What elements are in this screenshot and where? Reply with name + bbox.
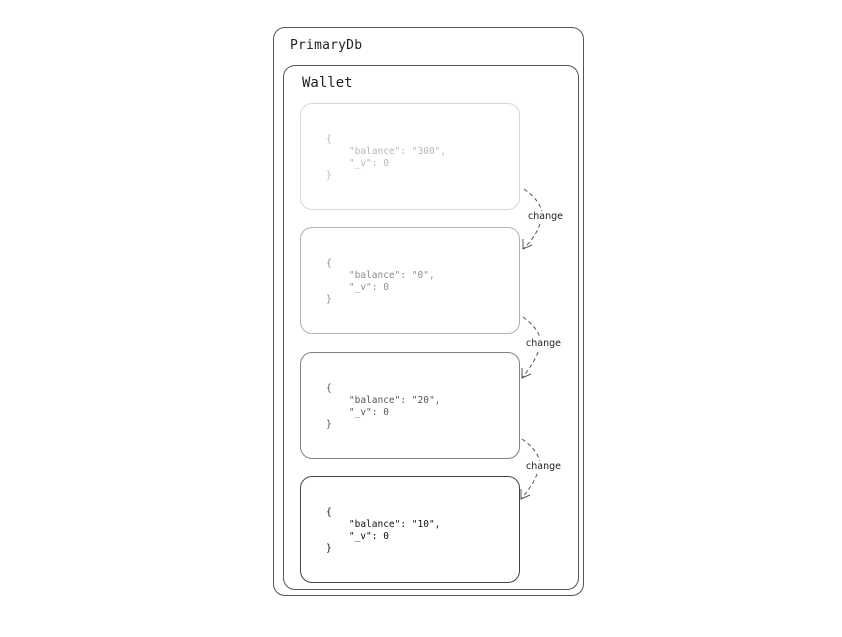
document-json: { "balance": "300", "_v": 0 } bbox=[326, 134, 446, 182]
document-json: { "balance": "20", "_v": 0 } bbox=[326, 383, 440, 431]
primary-db-title: PrimaryDb bbox=[290, 38, 363, 53]
wallet-title: Wallet bbox=[302, 75, 353, 91]
json-balance-line: "balance": "20", bbox=[326, 395, 441, 406]
json-version-line: "_v": 0 bbox=[326, 531, 389, 542]
json-version-line: "_v": 0 bbox=[326, 282, 389, 293]
json-open-brace: { bbox=[326, 134, 332, 145]
wallet-document-version-2: { "balance": "0", "_v": 0 } bbox=[300, 227, 520, 334]
json-version-line: "_v": 0 bbox=[326, 158, 389, 169]
json-open-brace: { bbox=[326, 258, 332, 269]
json-open-brace: { bbox=[326, 507, 332, 518]
change-label-3: change bbox=[525, 461, 562, 472]
json-balance-line: "balance": "300", bbox=[326, 146, 447, 157]
json-open-brace: { bbox=[326, 383, 332, 394]
wallet-document-version-1: { "balance": "300", "_v": 0 } bbox=[300, 103, 520, 210]
json-close-brace: } bbox=[326, 543, 332, 554]
change-label-1: change bbox=[527, 211, 564, 222]
change-label-2: change bbox=[525, 338, 562, 349]
primary-db-container bbox=[273, 27, 584, 596]
wallet-document-version-3: { "balance": "20", "_v": 0 } bbox=[300, 352, 520, 459]
json-balance-line: "balance": "10", bbox=[326, 519, 441, 530]
wallet-document-version-4: { "balance": "10", "_v": 0 } bbox=[300, 476, 520, 583]
json-balance-line: "balance": "0", bbox=[326, 270, 435, 281]
document-json: { "balance": "0", "_v": 0 } bbox=[326, 258, 435, 306]
json-close-brace: } bbox=[326, 294, 332, 305]
json-version-line: "_v": 0 bbox=[326, 407, 389, 418]
document-json: { "balance": "10", "_v": 0 } bbox=[326, 507, 440, 555]
json-close-brace: } bbox=[326, 170, 332, 181]
json-close-brace: } bbox=[326, 419, 332, 430]
wallet-container bbox=[283, 65, 579, 590]
